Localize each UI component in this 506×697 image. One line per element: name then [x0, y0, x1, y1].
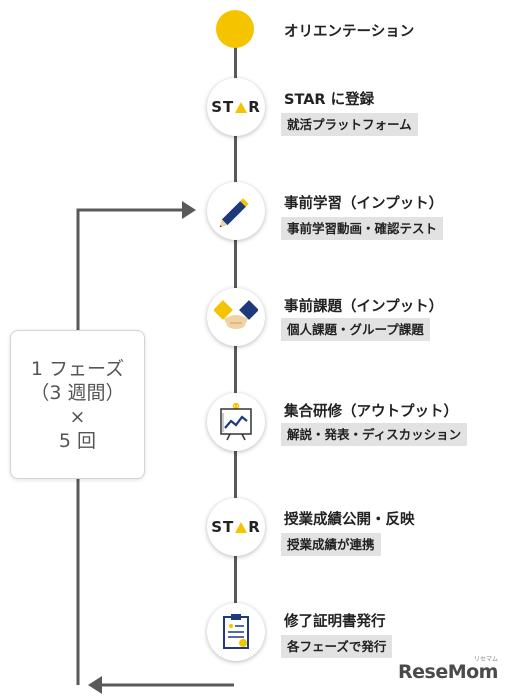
handshake-icon — [214, 300, 258, 329]
phase-line-4: 5 回 — [58, 429, 97, 452]
step-sub-preassignment: 個人課題・グループ課題 — [281, 318, 430, 341]
phase-box: 1 フェーズ （3 週間） × 5 回 — [10, 330, 145, 479]
step-sub-grades: 授業成績が連携 — [281, 533, 381, 556]
step-title-register: STAR に登録 — [284, 92, 375, 108]
step-title-grades: 授業成績公開・反映 — [284, 512, 415, 528]
step-sub-training: 解説・発表・ディスカッション — [281, 423, 468, 446]
step-sub-prelearning: 事前学習動画・確認テスト — [281, 217, 444, 240]
brand-logo: ReseMom — [398, 661, 498, 683]
step-title-orientation: オリエンテーション — [284, 24, 415, 40]
pencil-node — [207, 182, 265, 240]
step-title-prelearning: 事前学習（インプット） — [284, 196, 444, 212]
chart-board-node — [207, 393, 265, 451]
orientation-dot — [216, 10, 254, 48]
phase-line-3: × — [69, 405, 86, 428]
certificate-node — [207, 603, 265, 661]
step-title-training: 集合研修（アウトプット） — [284, 404, 458, 420]
chart-board-icon — [220, 402, 252, 441]
pencil-icon — [219, 198, 249, 228]
handshake-node — [207, 288, 265, 346]
step-sub-certificate: 各フェーズで発行 — [281, 635, 393, 658]
step-title-preassignment: 事前課題（インプット） — [284, 299, 444, 315]
step-sub-register: 就活プラットフォーム — [281, 113, 418, 136]
phase-line-2: （3 週間） — [30, 381, 125, 404]
step-title-certificate: 修了証明書発行 — [284, 614, 386, 630]
certificate-icon — [223, 614, 249, 649]
brand-small-text: リセマム — [474, 656, 499, 663]
phase-line-1: 1 フェーズ — [30, 357, 125, 380]
